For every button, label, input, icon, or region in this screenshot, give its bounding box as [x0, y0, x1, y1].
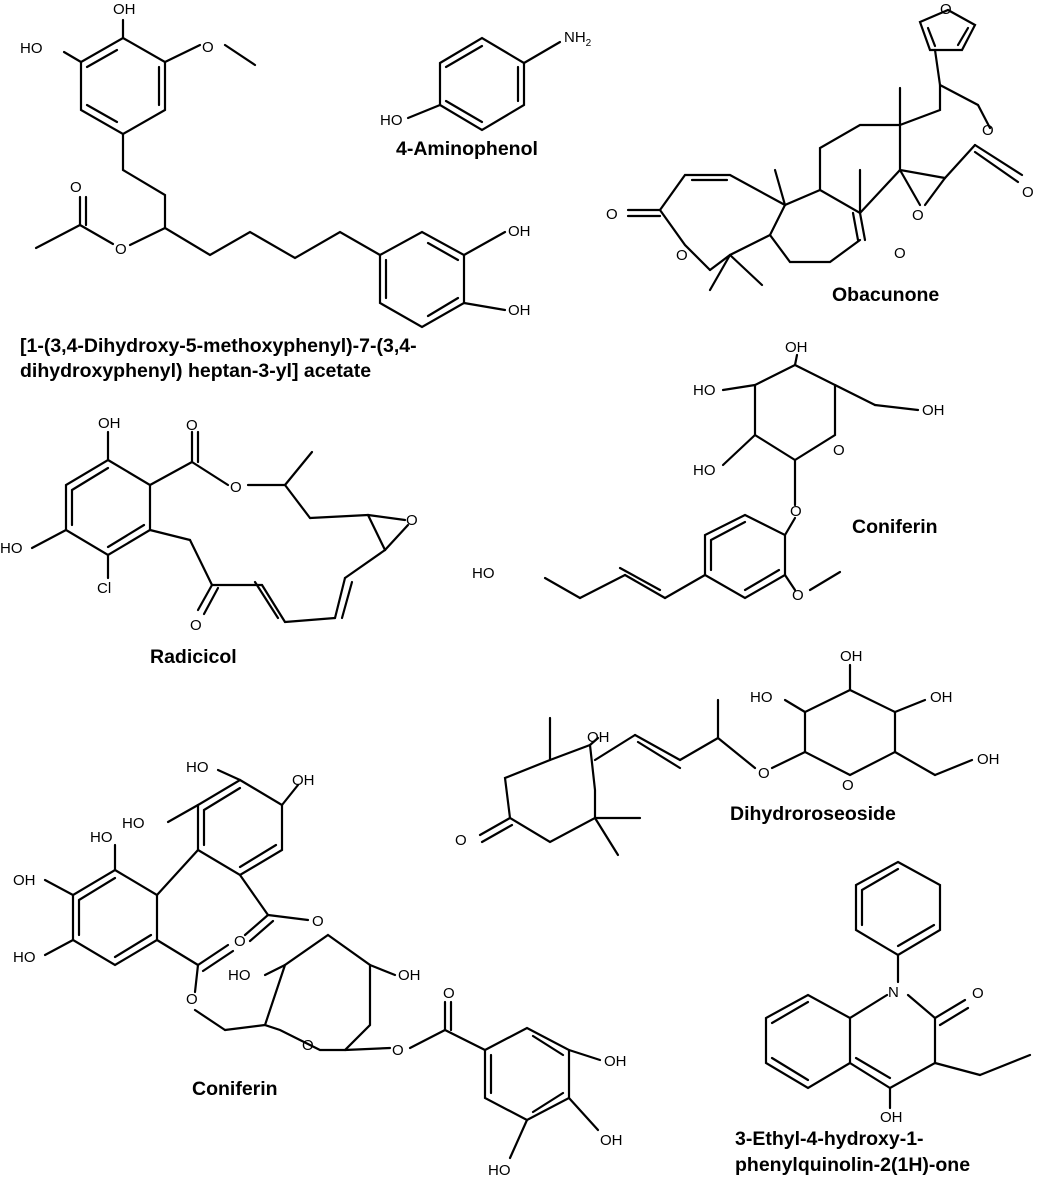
atom-label: O	[406, 512, 418, 529]
atom-label: O	[234, 933, 246, 950]
atom-label: O	[833, 442, 845, 459]
atom-label: OH	[922, 402, 945, 419]
atom-label: O	[115, 241, 127, 258]
compound-name: Dihydroroseoside	[730, 803, 896, 825]
atom-label: N	[888, 984, 899, 1001]
atom-label: OH	[840, 648, 863, 665]
atom-label: HO	[750, 689, 773, 706]
structure-obacunone: O O O O O O O Obacunone	[606, 1, 1034, 306]
atom-label: O	[982, 122, 994, 139]
compound-name: Coniferin	[852, 516, 938, 538]
atom-label: OH	[13, 872, 36, 889]
atom-label: O	[972, 985, 984, 1002]
atom-label: O	[792, 587, 804, 604]
atom-label: HO	[20, 40, 43, 57]
atom-label: HO	[693, 382, 716, 399]
atom-label: HO	[380, 112, 403, 129]
atom-label: HO	[472, 565, 495, 582]
structure-radicicol: OH O O O HO Cl O Radicicol	[0, 415, 418, 668]
atom-label: O	[940, 1, 952, 18]
structure-coniferin-1: OH HO OH HO O O HO O Coniferin	[472, 339, 945, 604]
atom-label: O	[455, 832, 467, 849]
atom-label: OH	[398, 967, 421, 984]
atom-label: HO	[693, 462, 716, 479]
atom-label: O	[186, 991, 198, 1008]
compound-name: 4-Aminophenol	[396, 138, 538, 160]
atom-label: O	[443, 985, 455, 1002]
atom-label: OH	[880, 1109, 903, 1126]
atom-label: OH	[508, 302, 531, 319]
compound-name: [1-(3,4-Dihydroxy-5-methoxyphenyl)-7-(3,…	[20, 335, 417, 357]
atom-label: O	[842, 777, 854, 794]
atom-label: O	[302, 1037, 314, 1054]
compound-name: dihydroxyphenyl) heptan-3-yl] acetate	[20, 360, 371, 382]
atom-label: NH2	[564, 29, 592, 49]
atom-label: OH	[508, 223, 531, 240]
atom-label: OH	[600, 1132, 623, 1149]
atom-label: O	[1022, 184, 1034, 201]
atom-label: OH	[785, 339, 808, 356]
compound-name: phenylquinolin-2(1H)-one	[735, 1154, 970, 1176]
atom-label: HO	[228, 967, 251, 984]
structure-coniferin-2: HO OH HO HO OH HO O O O HO OH O O O OH O…	[13, 759, 627, 1179]
atom-label: O	[70, 179, 82, 196]
structure-dihydroroseoside: OH HO OH OH O O OH O Dihydroroseoside	[455, 648, 1000, 857]
atom-label: OH	[587, 729, 610, 746]
atom-label: O	[790, 503, 802, 520]
atom-label: HO	[122, 815, 145, 832]
atom-label: OH	[292, 772, 315, 789]
atom-label: O	[606, 206, 618, 223]
atom-label: OH	[113, 1, 136, 18]
atom-label: HO	[13, 949, 36, 966]
atom-label: O	[230, 479, 242, 496]
structure-acetate: OH HO O O O OH OH [1-(3,4-Dihydroxy-5-me…	[20, 1, 531, 382]
atom-label: O	[190, 617, 202, 634]
atom-label: O	[202, 39, 214, 56]
structure-quinolinone: N O OH 3-Ethyl-4-hydroxy-1- phenylquinol…	[735, 860, 1032, 1176]
atom-label: OH	[98, 415, 121, 432]
compound-name: Coniferin	[192, 1078, 278, 1100]
atom-label: HO	[488, 1162, 511, 1179]
atom-label: O	[312, 913, 324, 930]
compound-name: Radicicol	[150, 646, 237, 668]
atom-label: O	[912, 207, 924, 224]
atom-label: Cl	[97, 580, 111, 597]
atom-label: O	[392, 1042, 404, 1059]
atom-label: OH	[930, 689, 953, 706]
atom-label: HO	[0, 540, 23, 557]
atom-label: OH	[977, 751, 1000, 768]
atom-label: O	[676, 247, 688, 264]
atom-label: HO	[90, 829, 113, 846]
atom-label: O	[758, 765, 770, 782]
atom-label: O	[894, 245, 906, 262]
compound-name: 3-Ethyl-4-hydroxy-1-	[735, 1128, 924, 1150]
atom-label: O	[186, 417, 198, 434]
atom-label: HO	[186, 759, 209, 776]
compound-name: Obacunone	[832, 284, 939, 306]
structure-aminophenol: NH2 HO 4-Aminophenol	[380, 29, 592, 160]
atom-label: OH	[604, 1053, 627, 1070]
